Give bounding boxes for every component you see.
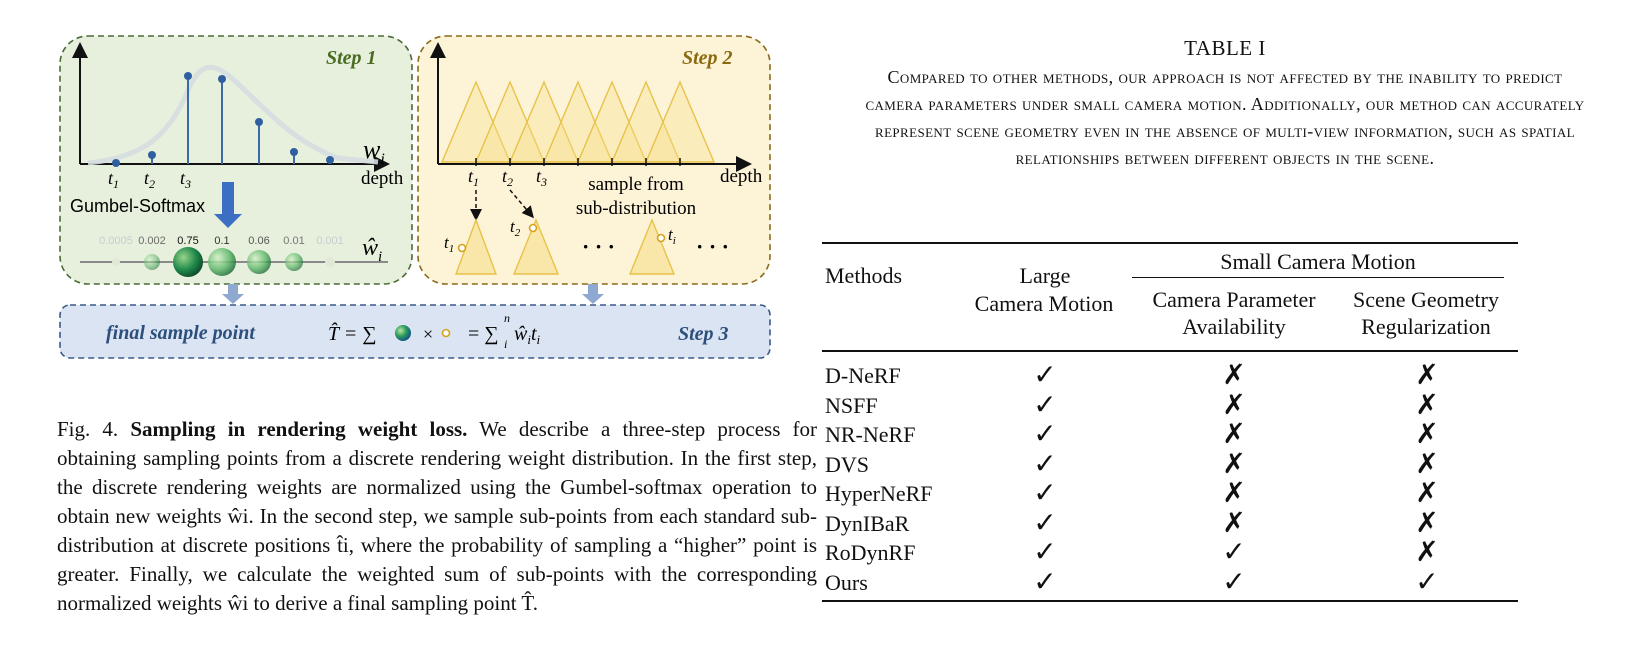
header-small-motion: Small Camera Motion [1220,249,1416,274]
check-mark-large: ✓ [1033,476,1057,509]
small-motion-rule [1132,277,1504,278]
svg-text:0.001: 0.001 [316,235,344,247]
cross-mark-param: ✗ [1222,446,1246,480]
svg-text:t3: t3 [536,166,547,189]
normalized-weights: 0.0005 0.002 0.75 0.1 0.06 0.01 0.001 ŵi [80,235,388,277]
cross-mark-param: ✗ [1222,358,1246,391]
svg-text:0.0005: 0.0005 [99,235,133,247]
header-geom-1: Scene Geometry [1353,287,1499,312]
cross-mark-geom: ✗ [1415,446,1439,480]
cross-mark-geom: ✗ [1415,505,1439,539]
cross-mark-geom: ✗ [1415,417,1439,450]
caption-body: We describe a three-step process for obt… [57,417,818,615]
cross-mark-param: ✗ [1222,476,1246,509]
method-name: RoDynRF [825,540,916,565]
method-name: DynIBaR [825,510,910,536]
cross-mark-geom: ✗ [1415,358,1439,391]
method-name: Ours [825,569,868,595]
figure-caption: Fig. 4. Sampling in rendering weight los… [57,415,817,618]
gumbel-label: Gumbel-Softmax [70,196,205,216]
svg-text:0.1: 0.1 [214,235,229,247]
svg-text:0.75: 0.75 [177,235,198,247]
check-mark-large: ✓ [1033,505,1057,539]
table-title: TABLE I [1184,36,1266,60]
cross-mark-param: ✗ [1222,505,1246,539]
cross-mark-geom: ✗ [1415,476,1439,509]
svg-text:T̂ = ∑: T̂ = ∑ [328,322,377,345]
cross-mark-param: ✗ [1222,387,1246,421]
gumbel-arrow [214,182,242,228]
header-large-1: Large [1019,263,1071,288]
svg-text:t1: t1 [444,233,454,255]
final-formula: T̂ = ∑ × = ∑ n i ŵiti [328,311,541,351]
caption-prefix: Fig. 4. [57,417,119,441]
check-mark-large: ✓ [1033,446,1057,480]
step3-panel [59,304,771,359]
svg-text:t2: t2 [144,168,155,191]
header-param-2: Availability [1182,314,1286,339]
header-large-2: Camera Motion [974,291,1114,316]
final-sample-point-label: final sample point [106,322,256,344]
sampling-figure: Step 1 Step 2 Step 3 wi depth t1 t2 t3 [59,35,771,359]
check-mark-large: ✓ [1033,387,1057,421]
sample-from-label: sample from [588,174,684,195]
svg-text:n: n [504,311,510,325]
check-mark-large: ✓ [1033,535,1057,568]
svg-text:ŵiti: ŵiti [514,323,541,347]
svg-text:t2: t2 [502,166,513,189]
svg-text:t3: t3 [180,168,191,191]
svg-text:wi: wi [363,135,385,168]
method-name: NSFF [825,392,878,418]
w-label: w [363,135,381,164]
caption-title: Sampling in rendering weight loss. [130,417,468,441]
cross-mark-geom: ✗ [1415,535,1439,568]
check-mark-large: ✓ [1033,358,1057,391]
svg-text:0.002: 0.002 [138,235,166,247]
connector-arrows [222,284,604,304]
svg-text:t2: t2 [510,217,521,239]
cross-mark-param: ✗ [1222,417,1246,450]
check-mark-large: ✓ [1033,417,1057,450]
step2-chart: t1 t2 t3 depth sample from sub-distribut… [430,42,763,275]
svg-text:· · ·: · · · [582,234,615,259]
header-param-1: Camera Parameter [1152,287,1316,312]
what-label: ŵ [362,235,378,261]
check-mark-param: ✓ [1222,535,1246,568]
cross-mark-geom: ✗ [1415,387,1439,421]
step3-label: Step 3 [678,323,729,345]
svg-text:ti: ti [668,225,676,247]
depth-label-1: depth [361,168,404,189]
method-name: HyperNeRF [825,481,933,506]
svg-text:0.06: 0.06 [248,235,269,247]
svg-text:ŵi: ŵi [362,235,382,265]
method-name: DVS [825,451,870,477]
depth-label-2: depth [720,166,763,187]
method-name: D-NeRF [825,363,901,388]
header-bottom-rule [822,350,1518,352]
check-mark-large: ✓ [1033,564,1057,598]
sub-distribution-label: sub-distribution [576,198,697,219]
svg-text:×: × [423,324,433,344]
check-mark-param: ✓ [1222,564,1246,598]
step1-chart: wi depth t1 t2 t3 [72,42,404,191]
step1-label: Step 1 [326,47,377,69]
svg-text:· · ·: · · · [696,234,729,259]
table-top-rule [822,242,1518,244]
svg-text:i: i [504,337,507,351]
svg-text:t1: t1 [468,166,479,189]
header-methods: Methods [825,263,902,288]
step2-label: Step 2 [682,47,733,69]
table-description: Compared to other methods, our approach … [865,67,1585,168]
table-bottom-rule [822,600,1518,602]
svg-text:t1: t1 [108,168,119,191]
check-mark-geom: ✓ [1415,564,1439,598]
method-name: NR-NeRF [825,422,916,447]
svg-text:= ∑: = ∑ [468,323,499,345]
header-geom-2: Regularization [1361,314,1491,339]
svg-text:0.01: 0.01 [283,235,304,247]
